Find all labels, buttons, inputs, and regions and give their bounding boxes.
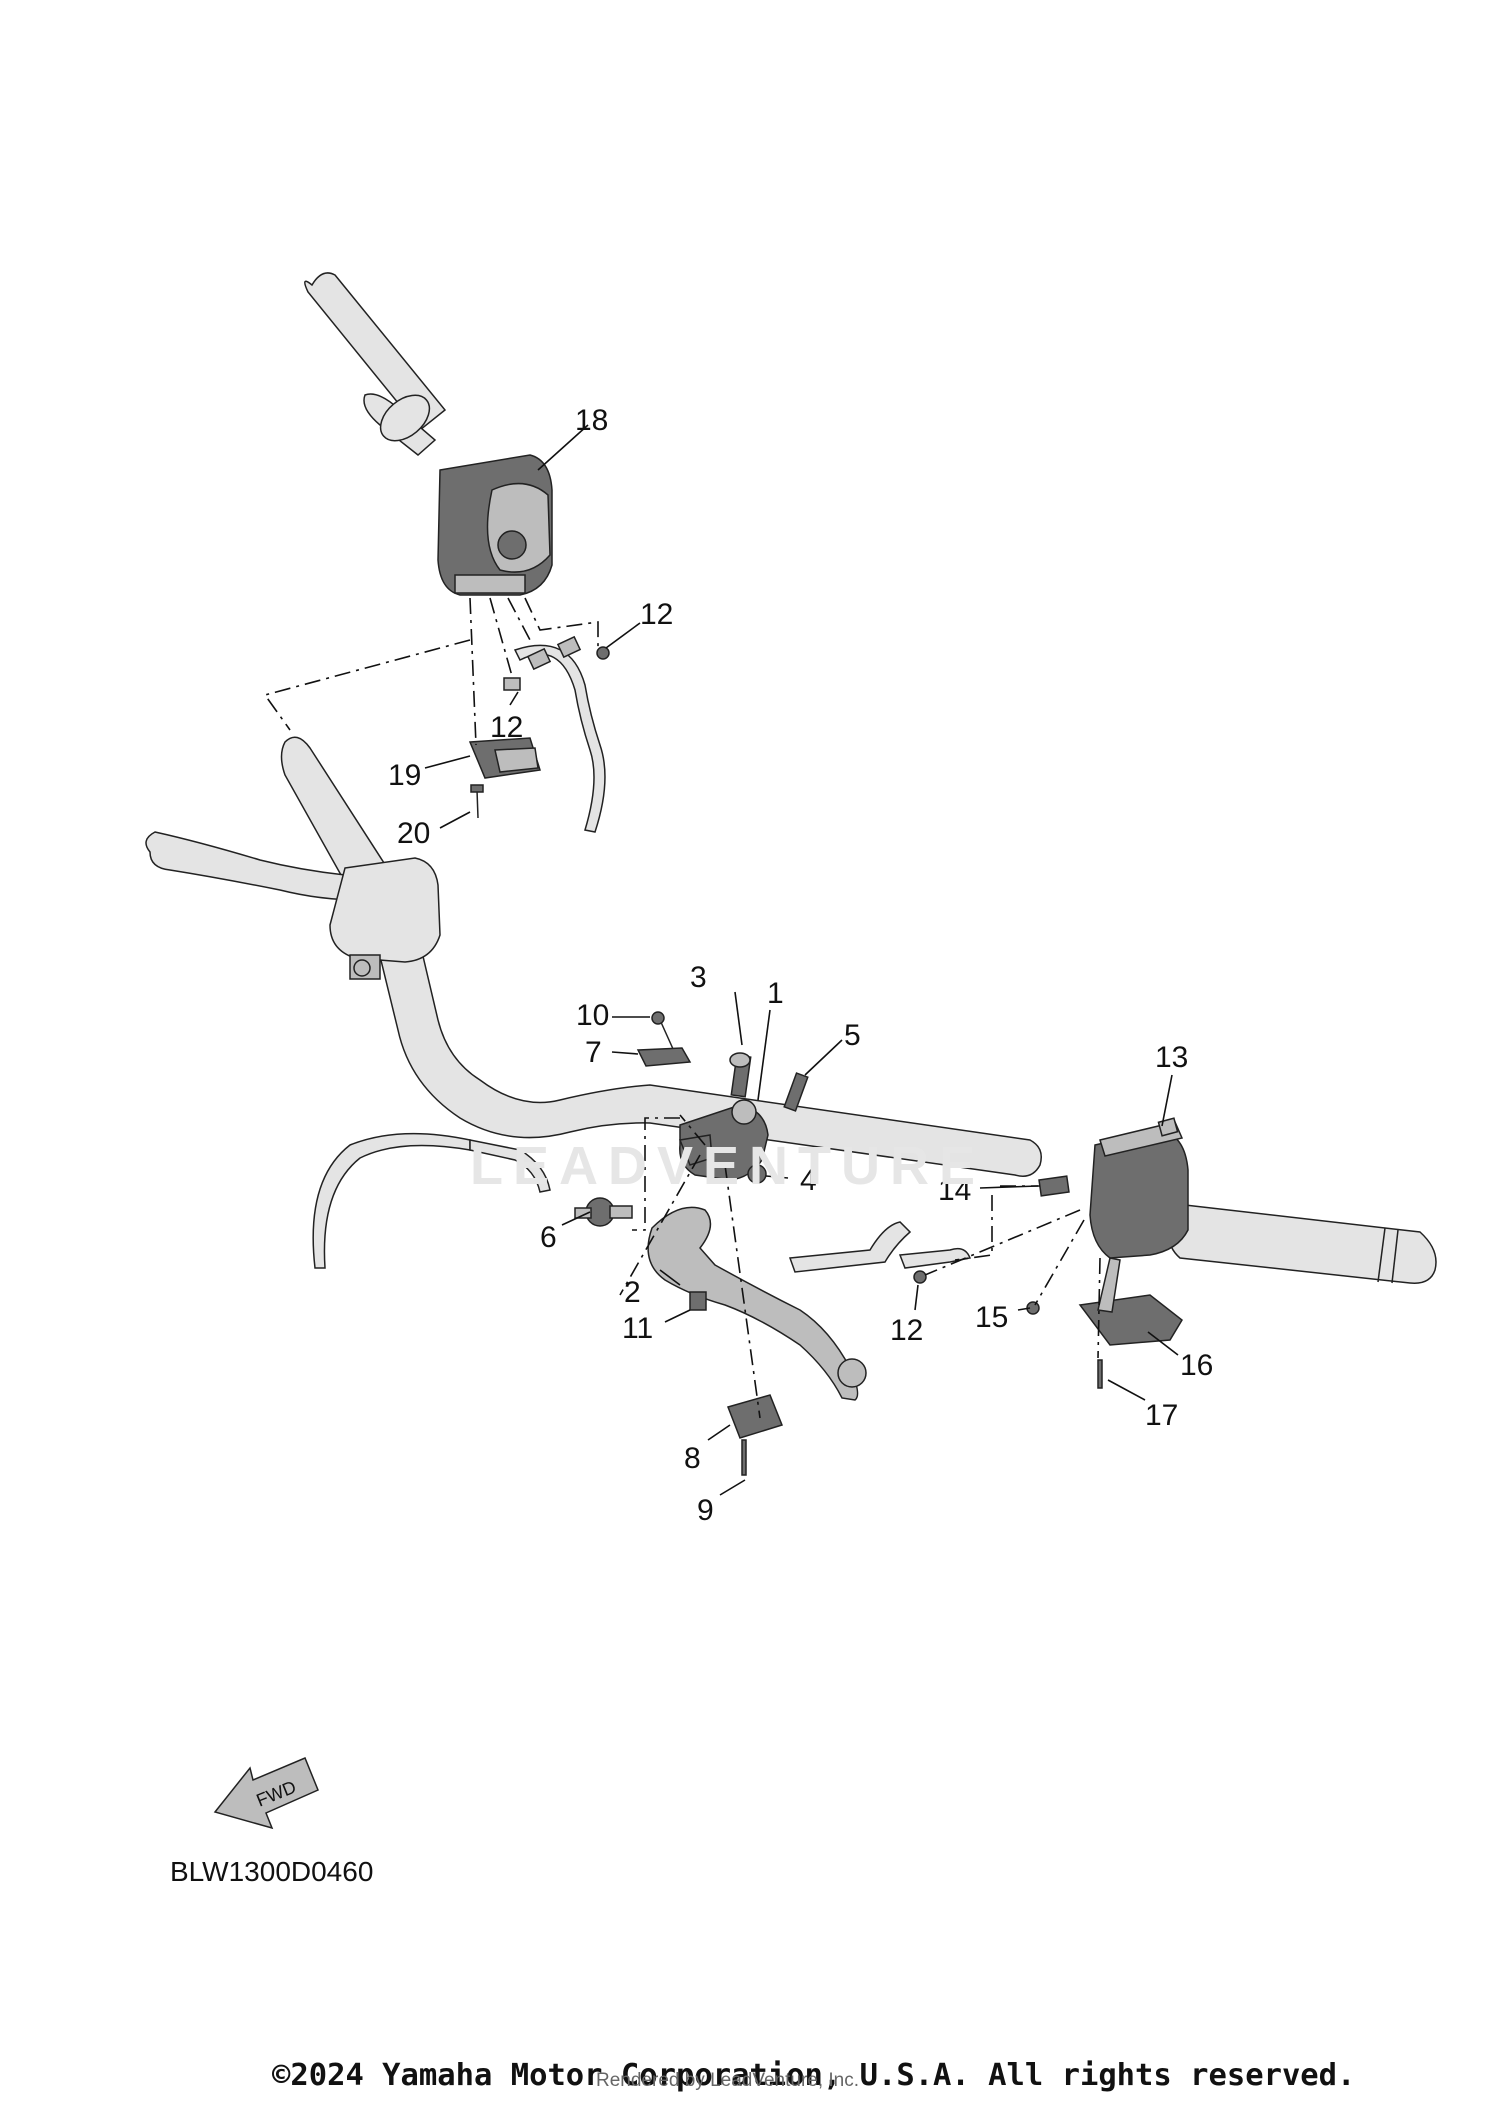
left-switch-housing-18 [437,454,553,596]
lever-holder-1 [678,1099,769,1181]
rendered-by: Rendered by LeadVenture, Inc. [596,2070,860,2091]
clamp-8 [727,1394,783,1476]
callout-3: 3 [690,961,707,994]
callout-8: 8 [684,1442,701,1475]
callout-5: 5 [844,1019,861,1052]
fwd-arrow-icon: FWD [213,1757,319,1830]
callout-14: 14 [938,1174,971,1207]
upper-left-grip [304,272,447,456]
callout-9: 9 [697,1494,714,1527]
callout-17: 17 [1145,1399,1178,1432]
right-lower-parts [913,1257,1183,1389]
callout-12-upper-right: 12 [640,598,673,631]
right-switch-housing-13 [1038,1117,1189,1259]
callout-15: 15 [975,1301,1008,1334]
callout-7: 7 [585,1036,602,1069]
left-cable-ghost [312,1132,551,1269]
callout-16: 16 [1180,1349,1213,1382]
copyright-notice: ©2024 Yamaha Motor Corporation, U.S.A. A… [272,2058,1356,2093]
right-cable-ghost [788,1221,972,1273]
callout-10: 10 [576,999,609,1032]
callout-1: 1 [767,977,784,1010]
callout-19: 19 [388,759,421,792]
right-grip [1168,1204,1437,1284]
callout-11: 11 [622,1312,653,1345]
callout-4: 4 [800,1164,817,1197]
callouts: 1 2 3 4 5 6 7 8 9 10 11 12 12 12 13 14 1… [388,404,1213,1527]
upper-leaders [263,597,599,746]
callout-12-right: 12 [890,1314,923,1347]
callout-18: 18 [575,404,608,437]
left-lever-assembly-ghost [145,831,441,980]
callout-leaders [424,424,1179,1496]
upper-wiring [513,635,606,833]
diagram-code: BLW1300D0460 [170,1856,374,1887]
clutch-lever-2 [647,1206,867,1401]
callout-20: 20 [397,817,430,850]
callout-12-upper-left: 12 [490,711,523,744]
callout-6: 6 [540,1221,557,1254]
callout-13: 13 [1155,1041,1188,1074]
watermark: LEADVENTURE [470,1136,986,1196]
bolts [636,1011,809,1184]
clutch-switch-6 [574,1197,633,1227]
callout-2: 2 [624,1276,641,1309]
handlebar [280,736,1042,1177]
upper-small-parts [468,646,610,819]
